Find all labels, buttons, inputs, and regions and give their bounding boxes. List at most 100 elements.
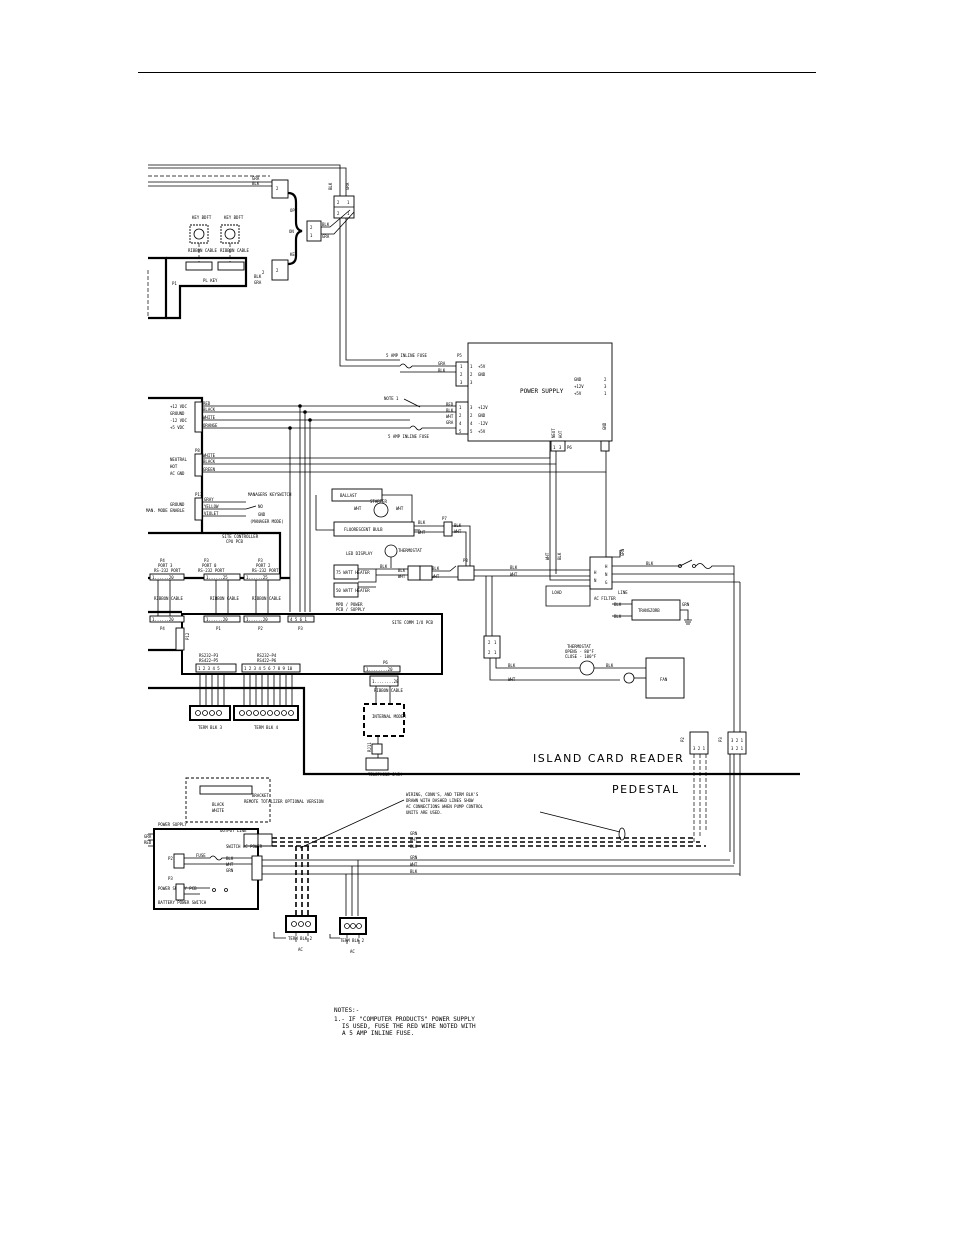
svg-text:BLK: BLK	[606, 663, 614, 668]
svg-text:ORANGE: ORANGE	[203, 423, 218, 428]
svg-text:NO: NO	[258, 504, 263, 509]
svg-text:+5 VDC: +5 VDC	[170, 425, 185, 430]
svg-text:P3: P3	[298, 626, 303, 631]
svg-text:2: 2	[470, 372, 473, 377]
svg-text:WHT: WHT	[226, 862, 234, 867]
svg-text:GND: GND	[478, 413, 486, 418]
svg-text:5: 5	[470, 429, 473, 434]
svg-text:P5: P5	[457, 353, 462, 358]
svg-text:OPENS - 80°F: OPENS - 80°F	[565, 649, 594, 654]
svg-text:3: 3	[604, 384, 607, 389]
svg-text:2: 2	[460, 372, 463, 377]
svg-text:2: 2	[470, 413, 473, 418]
svg-text:PORT 2: PORT 2	[256, 563, 271, 568]
svg-text:MAN. MODE ENABLE: MAN. MODE ENABLE	[146, 508, 185, 513]
svg-text:+5V: +5V	[478, 429, 486, 434]
svg-text:KEY BDFT: KEY BDFT	[224, 215, 244, 220]
svg-text:BLK: BLK	[410, 869, 418, 874]
svg-text:WHITE: WHITE	[203, 453, 216, 458]
svg-text:PORT 0: PORT 0	[202, 563, 217, 568]
svg-text:GRN: GRN	[620, 548, 625, 556]
svg-text:P12: P12	[185, 632, 190, 640]
svg-text:P2: P2	[168, 856, 173, 861]
pedestal-label: PEDESTAL	[612, 783, 680, 796]
fluorescent-bulb	[333, 521, 415, 537]
svg-text:75 WATT HEATER: 75 WATT HEATER	[336, 570, 370, 575]
pl-key-label: PL KEY	[203, 278, 218, 283]
svg-text:BRACKET: BRACKET	[252, 793, 269, 798]
svg-text:P8: P8	[195, 448, 200, 453]
svg-text:BLK: BLK	[614, 614, 622, 619]
svg-text:P13: P13	[195, 492, 203, 497]
key-key-label: KEY	[290, 252, 298, 257]
term-blk-2-a	[285, 915, 317, 933]
svg-text:FAN: FAN	[660, 677, 668, 682]
svg-text:GRN: GRN	[410, 831, 418, 836]
svg-text:GRN: GRN	[226, 868, 234, 873]
svg-text:3 2 1: 3 2 1	[731, 746, 744, 751]
svg-text:BATTERY POWER SWITCH: BATTERY POWER SWITCH	[158, 900, 207, 905]
svg-text:GROUND: GROUND	[170, 411, 185, 416]
svg-text:P3: P3	[718, 737, 723, 742]
svg-text:WHT: WHT	[418, 530, 426, 535]
svg-text:RS422—P5: RS422—P5	[199, 658, 219, 663]
svg-text:GND: GND	[602, 422, 607, 430]
svg-text:NEUT: NEUT	[551, 428, 556, 438]
svg-text:2: 2	[488, 640, 491, 645]
top-wires: GRA BLK BLK GRA	[148, 164, 350, 200]
key-connector-top	[271, 179, 289, 199]
svg-text:RS-232 PORT: RS-232 PORT	[154, 568, 181, 573]
svg-text:P7: P7	[442, 516, 447, 521]
svg-text:WHT: WHT	[510, 572, 518, 577]
svg-text:STARTER: STARTER	[370, 499, 387, 504]
svg-text:RS232—P4: RS232—P4	[257, 653, 277, 658]
svg-text:BLK: BLK	[322, 222, 330, 227]
heater-50w	[333, 582, 359, 598]
heater-75w	[333, 564, 359, 580]
svg-text:H: H	[605, 564, 608, 569]
svg-text:BLK: BLK	[438, 368, 446, 373]
notes-line3: A 5 AMP INLINE FUSE.	[342, 1030, 414, 1037]
svg-text:WHT: WHT	[432, 574, 440, 579]
svg-text:BLK: BLK	[614, 602, 622, 607]
svg-text:1......20: 1......20	[206, 617, 228, 622]
svg-text:BLK: BLK	[410, 844, 418, 849]
svg-text:P1: P1	[216, 626, 221, 631]
svg-text:3: 3	[470, 380, 473, 385]
wire-label-blk-vert: BLK	[328, 182, 333, 190]
svg-text:RS232—P3: RS232—P3	[199, 653, 219, 658]
svg-text:NEUTRAL: NEUTRAL	[170, 457, 187, 462]
svg-text:PCB / SUPPLY: PCB / SUPPLY	[336, 607, 365, 612]
svg-text:4: 4	[459, 421, 462, 426]
power-supply-box	[467, 342, 613, 442]
svg-text:N: N	[605, 572, 608, 577]
power-supply-title: POWER SUPPLY	[520, 388, 564, 395]
svg-text:TERM BLK 3: TERM BLK 3	[198, 725, 223, 730]
svg-text:2: 2	[276, 268, 279, 273]
svg-text:RJ11: RJ11	[367, 742, 372, 752]
port-headers: P4 PORT 3 RS-232 PORT 1......20 P3 PORT …	[149, 558, 281, 581]
island-card-reader-label: ISLAND CARD READER	[533, 752, 684, 765]
svg-text:WHT: WHT	[354, 506, 362, 511]
svg-text:1......20: 1......20	[152, 575, 174, 580]
svg-text:2: 2	[262, 270, 265, 275]
svg-text:BLK: BLK	[432, 566, 440, 571]
svg-text:LINE: LINE	[618, 590, 628, 595]
fuse-top-label: 5 AMP INLINE FUSE	[386, 353, 428, 358]
svg-text:1: 1	[553, 445, 556, 450]
svg-text:TELEPHONE JACK: TELEPHONE JACK	[368, 772, 402, 777]
svg-text:P3: P3	[168, 876, 173, 881]
internal-modem	[363, 703, 405, 737]
svg-text:RIBBON CABLE: RIBBON CABLE	[252, 596, 281, 601]
svg-text:BLK: BLK	[418, 520, 426, 525]
svg-text:2: 2	[310, 225, 313, 230]
svg-text:PORT 3: PORT 3	[158, 563, 173, 568]
svg-text:2: 2	[276, 186, 279, 191]
svg-text:GRA: GRA	[322, 234, 330, 239]
svg-text:GRA: GRA	[144, 834, 152, 839]
svg-text:P6: P6	[383, 660, 388, 665]
wire-label-blk-top: BLK	[252, 181, 260, 186]
svg-text:1: 1	[604, 391, 607, 396]
fan-box	[645, 657, 685, 699]
svg-text:BLK: BLK	[380, 564, 388, 569]
